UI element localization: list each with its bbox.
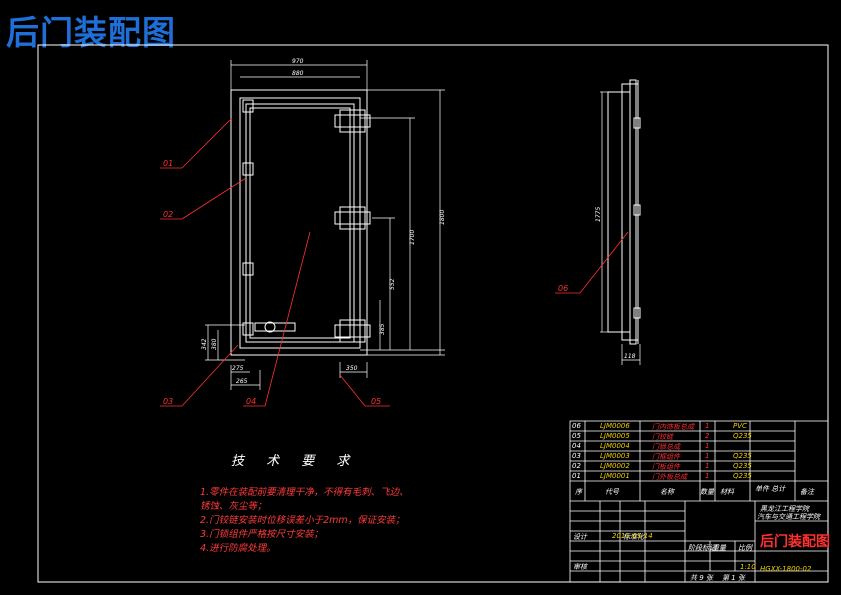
label-stage: 阶段标记 xyxy=(688,544,716,552)
dim-mid-a: 552 xyxy=(389,278,396,290)
date-note: 2011-05-14 xyxy=(612,532,653,540)
part-code: LJM0004 xyxy=(600,442,630,450)
label-weight: 重量 xyxy=(712,544,726,552)
label-design: 设计 xyxy=(573,533,587,541)
part-no: 05 xyxy=(572,432,581,440)
header-seq: 序 xyxy=(575,488,582,496)
front-view xyxy=(230,89,371,356)
header-material: 材料 xyxy=(720,488,734,496)
tech-req-item-1b: 锈蚀、灰尘等； xyxy=(200,501,267,512)
part-qty: 1 xyxy=(705,422,710,430)
front-dim-labels: 970 880 1800 1700 552 385 342 380 275 26… xyxy=(201,58,446,385)
dim-height-c: 1800 xyxy=(439,210,446,225)
dim-top-outer: 970 xyxy=(292,58,304,65)
part-no: 01 xyxy=(572,472,581,480)
header-name: 名称 xyxy=(660,488,674,496)
part-name: 门外板总成 xyxy=(652,473,687,481)
part-code: LJM0002 xyxy=(600,462,630,470)
dim-bottom-gap: 265 xyxy=(236,378,248,385)
part-no: 02 xyxy=(572,462,581,470)
title-block xyxy=(569,420,829,583)
part-qty: 2 xyxy=(705,432,710,440)
part-material: Q235 xyxy=(733,452,752,460)
school-name: 黑龙江工程学院 xyxy=(760,505,809,513)
callout-03: 03 xyxy=(163,397,173,406)
part-material: Q235 xyxy=(733,462,752,470)
part-code: LJM0001 xyxy=(600,472,630,480)
dept-name: 汽车与交通工程学院 xyxy=(757,513,820,521)
label-standard: 标准化 xyxy=(623,533,644,541)
callout-05: 05 xyxy=(371,397,381,406)
dim-height-a: 1700 xyxy=(409,230,416,245)
drawing-code: HGXX-1800-02 xyxy=(760,565,812,573)
tech-req-item-3: 3.门锁组件严格按尺寸安装； xyxy=(200,529,324,540)
header-qty: 数量 xyxy=(700,488,714,496)
dim-mid-b: 385 xyxy=(379,323,386,335)
part-qty: 1 xyxy=(705,452,710,460)
tech-requirements-title: 技 术 要 求 xyxy=(231,454,359,469)
callout-04: 04 xyxy=(246,397,256,406)
part-no: 03 xyxy=(572,452,581,460)
dim-bottom-right: 350 xyxy=(346,365,358,372)
part-qty: 1 xyxy=(705,462,710,470)
part-no: 04 xyxy=(572,442,581,450)
part-no: 06 xyxy=(572,422,581,430)
side-dimensions xyxy=(600,91,641,365)
tech-req-item-4: 4.进行防腐处理。 xyxy=(200,543,276,554)
header-code: 代号 xyxy=(605,488,619,496)
front-dimensions xyxy=(205,60,445,390)
part-name: 门框组件 xyxy=(652,453,680,461)
dim-left-b: 380 xyxy=(211,338,218,350)
drawing-border xyxy=(37,44,829,583)
dim-height-side: 1775 xyxy=(595,207,602,222)
dim-left-a: 342 xyxy=(201,338,208,350)
header-remark: 备注 xyxy=(800,488,814,496)
drawing-name: 后门装配图 xyxy=(760,534,830,550)
sheet-total: 共 9 张 xyxy=(690,574,713,582)
callout-leaders xyxy=(160,117,629,407)
dim-top-inner: 880 xyxy=(292,70,304,77)
header-weight: 单件 总计 xyxy=(755,485,786,493)
label-ratio: 比例 xyxy=(738,544,752,552)
part-name: 门板组件 xyxy=(652,463,680,471)
part-name: 门铰链 xyxy=(652,433,673,441)
part-code: LJM0005 xyxy=(600,432,630,440)
label-check: 审核 xyxy=(573,563,587,571)
tech-req-item-2: 2.门铰链安装时位移误差小于2mm，保证安装； xyxy=(200,515,405,526)
dim-side-bottom: 118 xyxy=(624,353,636,360)
part-qty: 1 xyxy=(705,472,710,480)
callout-06: 06 xyxy=(558,284,568,293)
part-code: LJM0003 xyxy=(600,452,630,460)
tech-req-item-1: 1.零件在装配前要清理干净，不得有毛刺、飞边、 xyxy=(200,487,409,498)
callout-02: 02 xyxy=(163,210,173,219)
part-name: 门锁总成 xyxy=(652,443,680,451)
part-material: Q235 xyxy=(733,472,752,480)
callout-01: 01 xyxy=(163,159,173,168)
part-material: Q235 xyxy=(733,432,752,440)
part-code: LJM0006 xyxy=(600,422,630,430)
part-qty: 1 xyxy=(705,442,710,450)
part-material: PVC xyxy=(733,422,747,430)
part-name: 门内饰板总成 xyxy=(652,423,694,431)
sheet-number: 第 1 张 xyxy=(722,574,745,582)
side-view xyxy=(607,79,641,345)
scale-value: 1:10 xyxy=(740,563,756,571)
dim-bottom-left: 275 xyxy=(232,365,244,372)
